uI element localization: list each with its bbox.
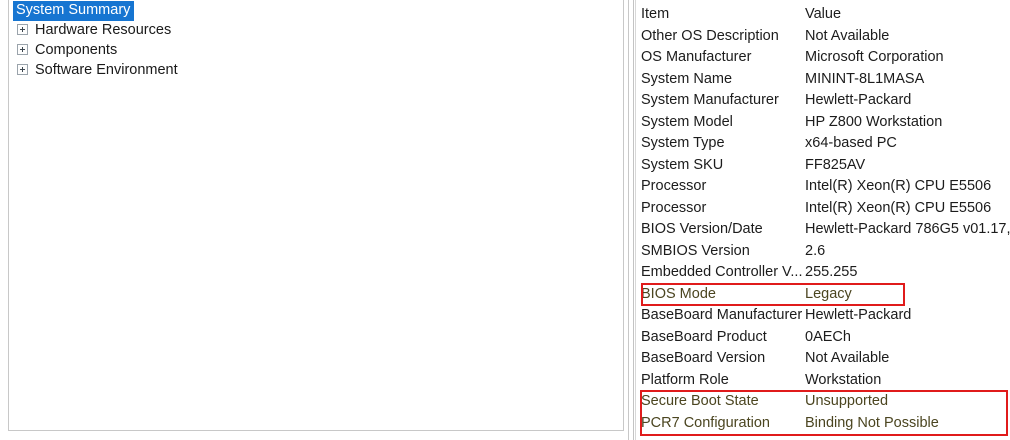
row-item-label: System Name <box>641 70 733 87</box>
row-item-label: SMBIOS Version <box>641 242 750 259</box>
table-row[interactable]: Processor Intel(R) Xeon(R) CPU E5506 <box>637 198 1010 220</box>
system-info-detail-panel: Item Value Other OS Description Not Avai… <box>628 0 1010 440</box>
table-row[interactable]: Embedded Controller V... 255.255 <box>637 262 1010 284</box>
table-row[interactable]: System Manufacturer Hewlett-Packard <box>637 90 1010 112</box>
row-value: Hewlett-Packard 786G5 v01.17, 8/ <box>805 221 1010 237</box>
row-value: 255.255 <box>805 264 858 280</box>
row-value: Intel(R) Xeon(R) CPU E5506 <box>805 178 992 194</box>
tree-item-software-environment[interactable]: Software Environment <box>9 60 623 80</box>
row-item-label: System Manufacturer <box>641 92 779 108</box>
table-row[interactable]: System Model HP Z800 Workstation <box>637 112 1010 134</box>
table-row-secure-boot-state[interactable]: Secure Boot State Unsupported <box>637 391 1010 413</box>
row-item-label: Processor <box>641 178 707 194</box>
expand-plus-icon[interactable] <box>17 63 28 75</box>
table-row[interactable]: System SKU FF825AV <box>637 155 1010 177</box>
row-item-label: System Type <box>641 135 725 151</box>
row-item-label: PCR7 Configuration <box>641 414 770 431</box>
panel-divider <box>628 0 629 440</box>
table-row[interactable]: System Name MININT-8L1MASA <box>637 69 1010 91</box>
row-item-label: BaseBoard Version <box>641 350 766 366</box>
table-row[interactable]: Other OS Description Not Available <box>637 26 1010 48</box>
table-row[interactable]: OS Manufacturer Microsoft Corporation <box>637 47 1010 69</box>
column-header-value[interactable]: Value <box>805 6 842 22</box>
tree-item-system-summary[interactable]: System Summary <box>9 0 623 21</box>
table-row[interactable]: BaseBoard Manufacturer Hewlett-Packard <box>637 305 1010 327</box>
row-item-label: OS Manufacturer <box>641 49 752 65</box>
table-row[interactable]: BaseBoard Version Not Available <box>637 348 1010 370</box>
row-value: Not Available <box>805 27 890 44</box>
tree-item-hardware-resources[interactable]: Hardware Resources <box>9 20 623 40</box>
row-value: FF825AV <box>805 156 866 173</box>
row-value: Unsupported <box>805 393 889 409</box>
row-value: Not Available <box>805 350 890 366</box>
row-value: HP Z800 Workstation <box>805 113 943 130</box>
column-header-item[interactable]: Item <box>641 6 670 22</box>
row-value: MININT-8L1MASA <box>805 70 925 87</box>
row-item-label: Embedded Controller V... <box>641 264 803 280</box>
tree-item-hardware-resources-label: Hardware Resources <box>35 22 172 39</box>
row-value: 2.6 <box>805 242 826 259</box>
row-value: Legacy <box>805 285 852 302</box>
row-value: Binding Not Possible <box>805 414 939 431</box>
tree-item-software-environment-label: Software Environment <box>35 62 178 79</box>
detail-rows: Item Value Other OS Description Not Avai… <box>637 4 1010 434</box>
table-row[interactable]: BIOS Version/Date Hewlett-Packard 786G5 … <box>637 219 1010 241</box>
table-row[interactable]: Platform Role Workstation <box>637 370 1010 392</box>
row-item-label: BIOS Mode <box>641 285 716 302</box>
row-value: x64-based PC <box>805 135 897 151</box>
panel-divider-inner <box>633 0 634 440</box>
table-row[interactable]: BaseBoard Product 0AECh <box>637 327 1010 349</box>
tree-item-system-summary-label: System Summary <box>13 1 135 21</box>
row-item-label: BaseBoard Manufacturer <box>641 307 803 323</box>
expand-plus-icon[interactable] <box>17 23 28 35</box>
table-row-bios-mode[interactable]: BIOS Mode Legacy <box>637 284 1010 306</box>
table-row[interactable]: System Type x64-based PC <box>637 133 1010 155</box>
table-row-pcr7-configuration[interactable]: PCR7 Configuration Binding Not Possible <box>637 413 1010 435</box>
column-header-row[interactable]: Item Value <box>637 4 1010 26</box>
row-value: Intel(R) Xeon(R) CPU E5506 <box>805 199 992 216</box>
row-item-label: Other OS Description <box>641 27 779 44</box>
row-item-label: Platform Role <box>641 371 729 388</box>
expand-plus-icon[interactable] <box>17 43 28 55</box>
row-value: 0AECh <box>805 328 851 345</box>
row-item-label: Processor <box>641 199 707 216</box>
table-row[interactable]: SMBIOS Version 2.6 <box>637 241 1010 263</box>
table-row[interactable]: Processor Intel(R) Xeon(R) CPU E5506 <box>637 176 1010 198</box>
tree-item-components-label: Components <box>35 42 118 59</box>
row-value: Hewlett-Packard <box>805 92 912 108</box>
row-item-label: System SKU <box>641 156 724 173</box>
panel-divider-edge <box>635 0 636 440</box>
row-value: Workstation <box>805 371 882 388</box>
row-value: Hewlett-Packard <box>805 307 912 323</box>
row-value: Microsoft Corporation <box>805 49 944 65</box>
system-info-tree-panel: System Summary Hardware Resources Compon… <box>8 0 624 431</box>
tree-item-components[interactable]: Components <box>9 40 623 60</box>
row-item-label: BIOS Version/Date <box>641 221 763 237</box>
row-item-label: BaseBoard Product <box>641 328 767 345</box>
row-item-label: System Model <box>641 113 733 130</box>
row-item-label: Secure Boot State <box>641 393 759 409</box>
